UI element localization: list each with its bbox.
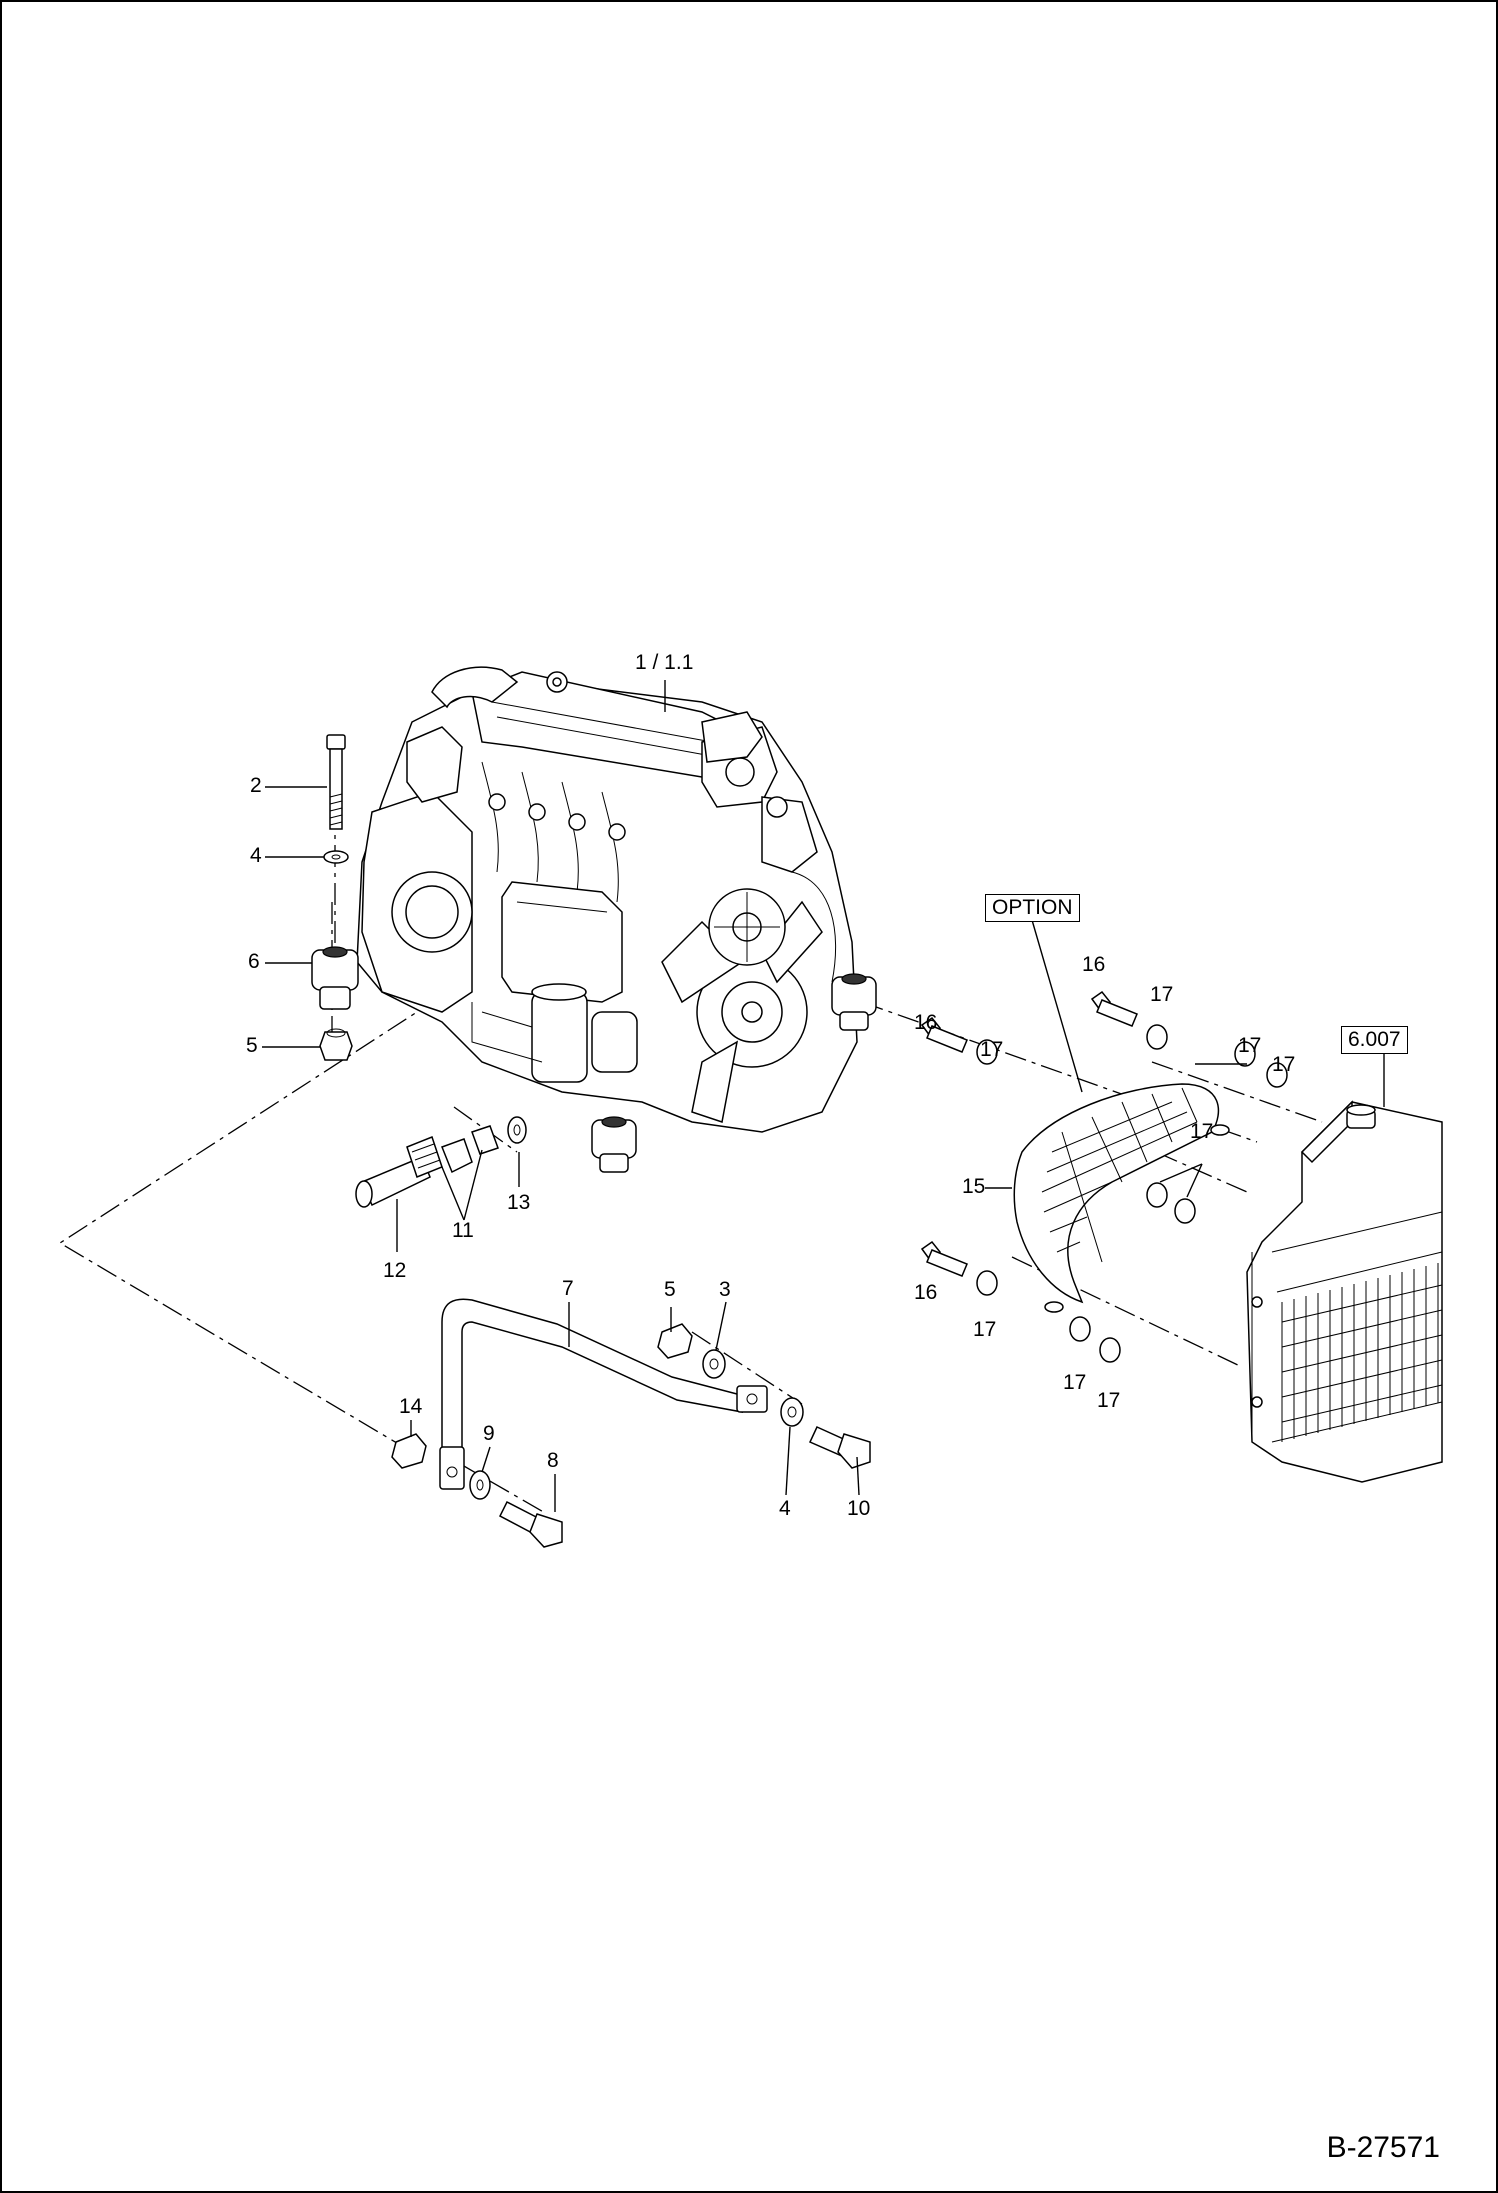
reference-box: 6.007 (1341, 1026, 1408, 1054)
callout-washer-17-lower-a: 17 (973, 1318, 997, 1341)
engine-mount-front-left (591, 1116, 637, 1173)
radiator-assembly (1246, 1100, 1443, 1483)
callout-washer-17-guard: 17 (1190, 1120, 1214, 1143)
drain-hose-fittings (355, 1116, 527, 1208)
callout-washer-17-right-a: 17 (1238, 1034, 1262, 1057)
callout-bolt: 2 (250, 774, 262, 797)
mount-bolt-stack (319, 734, 353, 1061)
engine-mount-front-right (831, 973, 877, 1031)
callout-engine: 1 / 1.1 (635, 651, 694, 674)
callout-fitting: 11 (452, 1219, 474, 1242)
callout-bracket: 7 (562, 1277, 574, 1300)
callout-nut-14: 14 (399, 1395, 423, 1418)
callout-bolt-16-upper: 16 (1082, 953, 1106, 976)
callout-bolt-16-mid: 16 (914, 1011, 938, 1034)
callout-nut-bracket: 5 (664, 1278, 676, 1301)
callout-bolt-10: 10 (847, 1497, 871, 1520)
callout-bolt-16-lower: 16 (914, 1281, 938, 1304)
radiator-core (1281, 1263, 1443, 1442)
guard-fasteners (920, 990, 1288, 1363)
drawing-number: B-27571 (1326, 2131, 1440, 2164)
callout-washer-17-right-b: 17 (1272, 1053, 1296, 1076)
fan-guard (1013, 1083, 1230, 1313)
callout-fan-guard: 15 (962, 1175, 986, 1198)
engine-assembly (311, 666, 877, 1173)
callout-seal-ring: 13 (507, 1191, 531, 1214)
callout-hose: 12 (383, 1259, 407, 1282)
callout-washer-17-upper: 17 (1150, 983, 1174, 1006)
callout-nut: 5 (246, 1034, 258, 1057)
leader-lines (262, 680, 1385, 1512)
callout-washer: 4 (250, 844, 262, 867)
engine-mount-rear (311, 946, 359, 1010)
bracket-fasteners (391, 1323, 871, 1548)
support-bracket (439, 1298, 768, 1490)
callout-washer-4-lower: 4 (779, 1497, 791, 1520)
callout-washer-17-lower-c: 17 (1097, 1389, 1121, 1412)
callout-washer-bracket: 3 (719, 1278, 731, 1301)
option-tag: OPTION (985, 894, 1080, 922)
callout-washer-17-mid: 17 (980, 1038, 1004, 1061)
callout-engine-mount: 6 (248, 950, 260, 973)
callout-washer-9: 9 (483, 1422, 495, 1445)
callout-washer-17-lower-b: 17 (1063, 1371, 1087, 1394)
callout-bolt-8: 8 (547, 1449, 559, 1472)
